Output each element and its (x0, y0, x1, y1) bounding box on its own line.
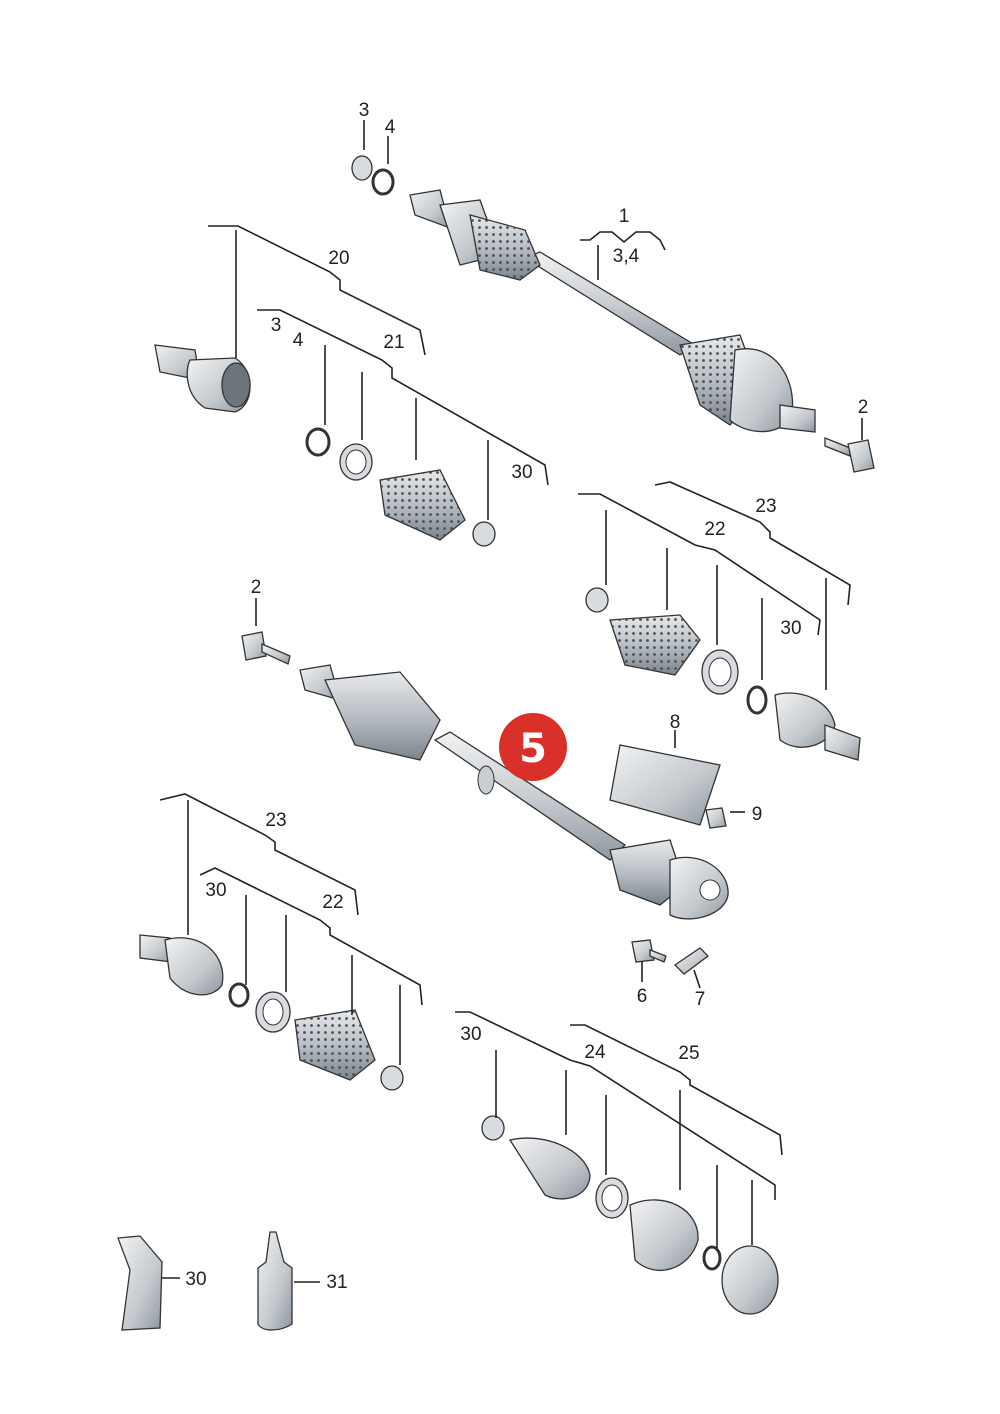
label-20: 20 (328, 248, 349, 269)
label-9: 9 (752, 804, 763, 825)
cap-25 (721, 1245, 779, 1315)
bolt-2-top (824, 437, 875, 473)
label-22-left: 22 (322, 892, 343, 913)
label-30-b: 30 (780, 618, 801, 639)
small-clamp-21 (472, 521, 496, 547)
label-3-mid: 3 (271, 315, 282, 336)
circlip-3-top (351, 155, 373, 181)
label-6: 6 (637, 986, 648, 1007)
label-25: 25 (678, 1043, 699, 1064)
label-21: 21 (383, 332, 404, 353)
plate-7 (673, 947, 709, 975)
ring-4-top (371, 168, 395, 196)
clamp-22-left (255, 991, 291, 1033)
label-30-e: 30 (185, 1269, 206, 1290)
clamp-21 (339, 443, 373, 481)
label-7: 7 (695, 989, 706, 1010)
badge-number: 5 (519, 726, 547, 772)
label-30-d: 30 (460, 1024, 481, 1045)
small-clamp-22-left (380, 1065, 404, 1091)
heat-shield-8 (609, 744, 721, 826)
small-clamp-22 (585, 587, 609, 613)
label-3-top: 3 (359, 100, 370, 121)
label-3-4: 3,4 (613, 246, 640, 267)
label-24: 24 (584, 1042, 606, 1063)
label-30-a: 30 (511, 462, 532, 483)
label-4-mid: 4 (293, 330, 304, 351)
label-1: 1 (619, 206, 630, 227)
grease-tube-30 (117, 1235, 163, 1331)
boot-22-left (294, 1009, 376, 1081)
label-22-right: 22 (704, 519, 725, 540)
circlip-22-left (228, 982, 250, 1008)
joint-24 (508, 1137, 591, 1200)
joint-23-right (774, 692, 861, 761)
circlip-25 (702, 1245, 722, 1271)
label-2-top: 2 (858, 397, 869, 418)
leader-lines (159, 120, 863, 1283)
circlip-21 (305, 427, 331, 457)
label-23-left: 23 (265, 810, 286, 831)
bolt-6 (631, 939, 667, 963)
part-labels: 1 3,4 3 4 2 20 3 4 21 30 23 22 30 2 8 9 … (185, 100, 868, 1293)
badge-circle (499, 713, 567, 781)
clamp-22 (701, 649, 739, 695)
flange-25 (629, 1199, 699, 1271)
joint-20 (154, 344, 251, 413)
callout-badge: 5 (499, 713, 567, 781)
boot-21 (379, 469, 466, 541)
label-30-c: 30 (205, 880, 226, 901)
small-clamp-24 (481, 1115, 505, 1141)
bolt-2-middle (241, 631, 291, 665)
driveshaft-middle (299, 664, 729, 920)
sealant-bottle-31 (257, 1231, 293, 1331)
boot-22 (609, 614, 701, 676)
nut-9 (705, 807, 727, 829)
label-23-right: 23 (755, 496, 776, 517)
label-8: 8 (670, 712, 681, 733)
label-2-mid: 2 (251, 577, 262, 598)
label-4-top: 4 (385, 117, 396, 138)
circlip-22 (746, 685, 768, 715)
label-31: 31 (326, 1272, 347, 1293)
joint-23-left (139, 934, 224, 996)
clamp-24 (595, 1177, 629, 1219)
driveshaft-top (409, 189, 816, 433)
